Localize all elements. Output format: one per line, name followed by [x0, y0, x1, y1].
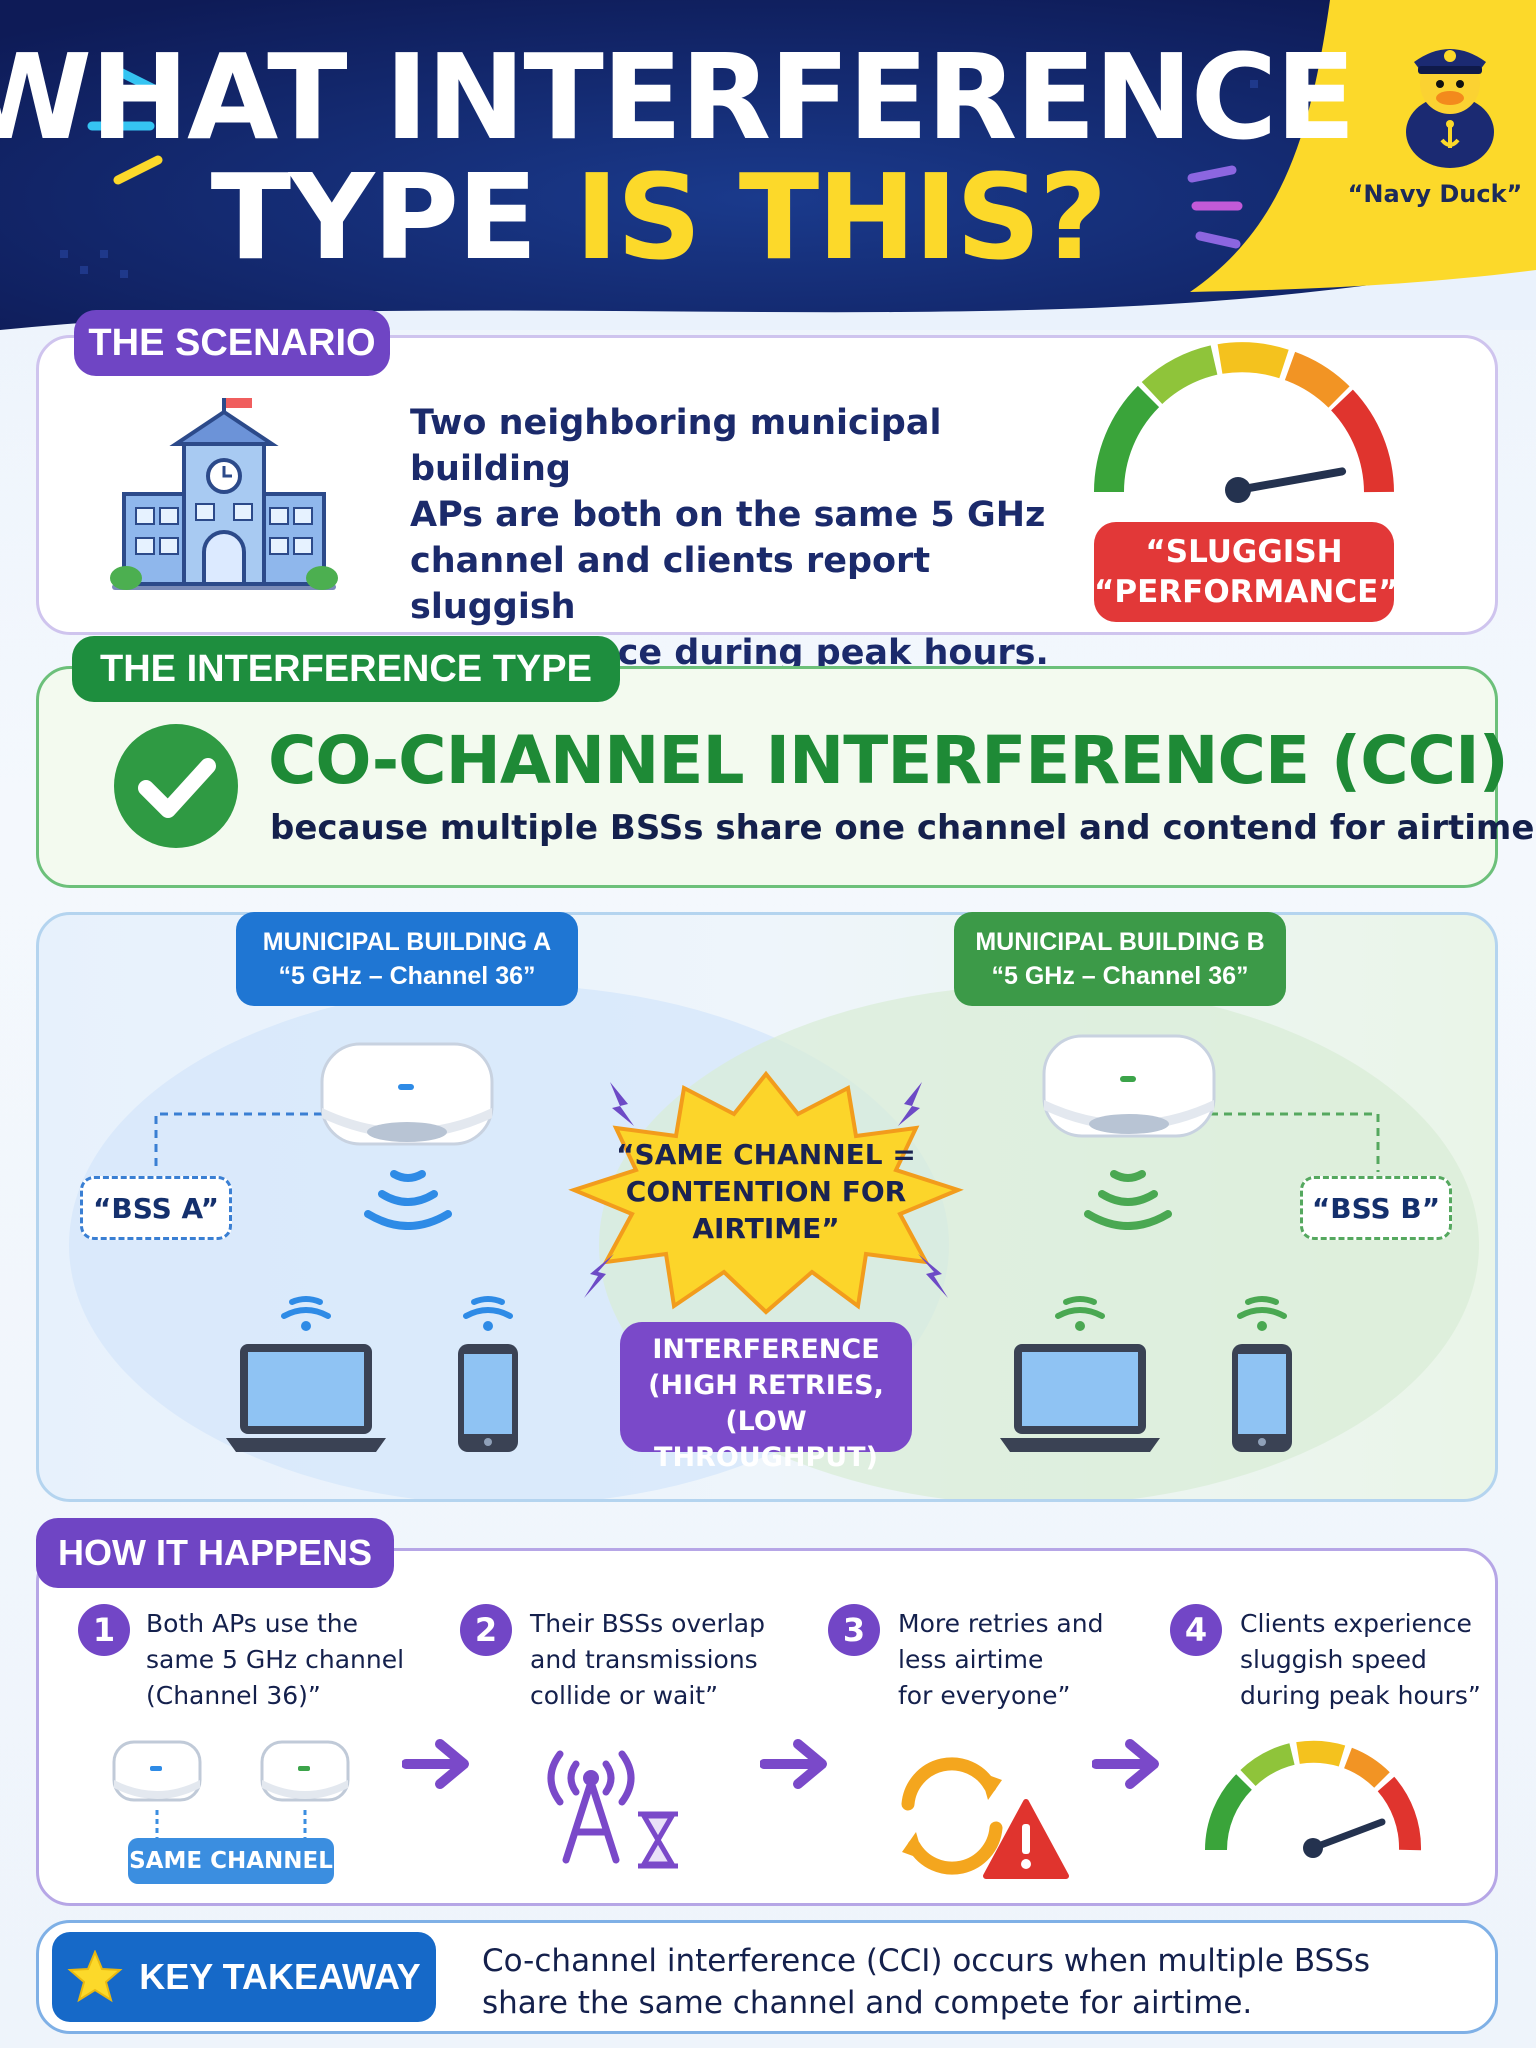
- interference-type-title: CO-CHANNEL INTERFERENCE (CCI): [268, 722, 1509, 799]
- interference-line: (LOW THROUGHPUT): [654, 1406, 878, 1473]
- step-line: Clients experience: [1240, 1609, 1472, 1638]
- step-line: and transmissions: [530, 1645, 758, 1674]
- step-line: (Channel 36)”: [146, 1681, 321, 1710]
- step-line: for everyone”: [898, 1681, 1071, 1710]
- building-b-channel: “5 GHz – Channel 36”: [991, 962, 1249, 990]
- same-channel-tag: SAME CHANNEL: [128, 1838, 334, 1884]
- contention-burst-icon: [568, 1070, 964, 1315]
- wifi-signal-b-icon: [1084, 1170, 1172, 1230]
- slow-speed-gauge-icon: [1205, 1740, 1421, 1858]
- phone-b-icon: [1232, 1296, 1292, 1452]
- title-word-type: TYPE: [210, 148, 538, 286]
- key-takeaway-text: Co-channel interference (CCI) occurs whe…: [482, 1940, 1442, 2024]
- bss-a-label: “BSS A”: [80, 1176, 232, 1240]
- interference-result-badge: INTERFERENCE (HIGH RETRIES, (LOW THROUGH…: [620, 1322, 912, 1473]
- how-it-happens-label: HOW IT HAPPENS: [36, 1518, 394, 1588]
- laptop-b-icon: [1000, 1296, 1160, 1452]
- step-line: sluggish speed: [1240, 1645, 1427, 1674]
- key-takeaway-label-text: KEY TAKEAWAY: [139, 1956, 421, 1997]
- step-line: same 5 GHz channel: [146, 1645, 405, 1674]
- burst-line: CONTENTION FOR: [625, 1175, 907, 1208]
- step-line: less airtime: [898, 1645, 1044, 1674]
- interference-line: (HIGH RETRIES,: [648, 1370, 884, 1401]
- building-a-channel: “5 GHz – Channel 36”: [278, 962, 536, 990]
- badge-line: “SLUGGISH: [1145, 534, 1343, 570]
- interference-line: INTERFERENCE: [652, 1334, 880, 1365]
- bss-connector-lines: [154, 1112, 1380, 1172]
- step-number: 1: [78, 1604, 130, 1656]
- step-3-text: More retries and less airtime for everyo…: [898, 1606, 1198, 1714]
- performance-gauge-icon: [1093, 342, 1394, 503]
- access-point-b-icon: [1042, 1034, 1216, 1138]
- arrow-right-icon: [402, 1739, 469, 1789]
- bss-b-label: “BSS B”: [1300, 1176, 1452, 1240]
- transmission-collision-icon: [547, 1750, 678, 1869]
- burst-line: “SAME CHANNEL =: [616, 1138, 916, 1171]
- burst-line: AIRTIME”: [692, 1212, 840, 1245]
- page-title-line-1: WHAT INTERFERENCE: [0, 28, 1356, 166]
- key-takeaway-label: KEY TAKEAWAY: [52, 1932, 436, 2022]
- step-2-text: Their BSSs overlap and transmissions col…: [530, 1606, 830, 1714]
- scenario-line: APs are both on the same 5 GHz: [410, 495, 1046, 535]
- step-number: 3: [828, 1604, 880, 1656]
- phone-a-icon: [458, 1296, 518, 1452]
- building-a-name: MUNICIPAL BUILDING A: [262, 928, 552, 956]
- step-line: during peak hours”: [1240, 1681, 1481, 1710]
- step-number: 2: [460, 1604, 512, 1656]
- two-access-points-icon: [112, 1740, 350, 1838]
- takeaway-line: share the same channel and compete for a…: [482, 1985, 1253, 2021]
- scenario-line: channel and clients report sluggish: [410, 541, 931, 627]
- takeaway-line: Co-channel interference (CCI) occurs whe…: [482, 1943, 1371, 1979]
- mascot-label: “Navy Duck”: [1347, 180, 1523, 208]
- wifi-signal-a-icon: [364, 1170, 452, 1230]
- scenario-line: Two neighboring municipal building: [410, 403, 942, 489]
- building-b-label: MUNICIPAL BUILDING B “5 GHz – Channel 36…: [954, 912, 1286, 1006]
- header-background: [0, 0, 1536, 330]
- laptop-a-icon: [226, 1296, 386, 1452]
- municipal-building-icon: [110, 398, 338, 590]
- step-1-text: Both APs use the same 5 GHz channel (Cha…: [146, 1606, 446, 1714]
- step-line: More retries and: [898, 1609, 1104, 1638]
- step-number: 4: [1170, 1604, 1222, 1656]
- access-point-a-icon: [320, 1042, 494, 1146]
- title-word-is-this: IS THIS?: [574, 148, 1108, 286]
- step-4-text: Clients experience sluggish speed during…: [1240, 1606, 1536, 1714]
- step-line: collide or wait”: [530, 1681, 719, 1710]
- interference-type-subtitle: because multiple BSSs share one channel …: [270, 808, 1535, 848]
- page-title-line-2: TYPE IS THIS?: [0, 148, 1426, 286]
- duck-captain-mascot-icon: [1406, 49, 1494, 168]
- scenario-label: THE SCENARIO: [74, 310, 390, 376]
- sluggish-performance-badge: “SLUGGISH “PERFORMANCE”: [1094, 522, 1399, 622]
- arrow-right-icon: [760, 1739, 827, 1789]
- checkmark-icon: [114, 724, 238, 848]
- interference-type-label: THE INTERFERENCE TYPE: [72, 636, 620, 702]
- contention-burst-text: “SAME CHANNEL = CONTENTION FOR AIRTIME”: [612, 1136, 920, 1247]
- retry-cycle-warning-icon: [901, 1757, 1069, 1879]
- badge-line: “PERFORMANCE”: [1094, 574, 1399, 610]
- building-b-name: MUNICIPAL BUILDING B: [975, 928, 1265, 956]
- step-line: Their BSSs overlap: [530, 1609, 765, 1638]
- interference-type-card: [36, 666, 1498, 888]
- star-icon: [67, 1950, 123, 2003]
- building-a-label: MUNICIPAL BUILDING A “5 GHz – Channel 36…: [236, 912, 578, 1006]
- step-line: Both APs use the: [146, 1609, 358, 1638]
- arrow-right-icon: [1092, 1739, 1159, 1789]
